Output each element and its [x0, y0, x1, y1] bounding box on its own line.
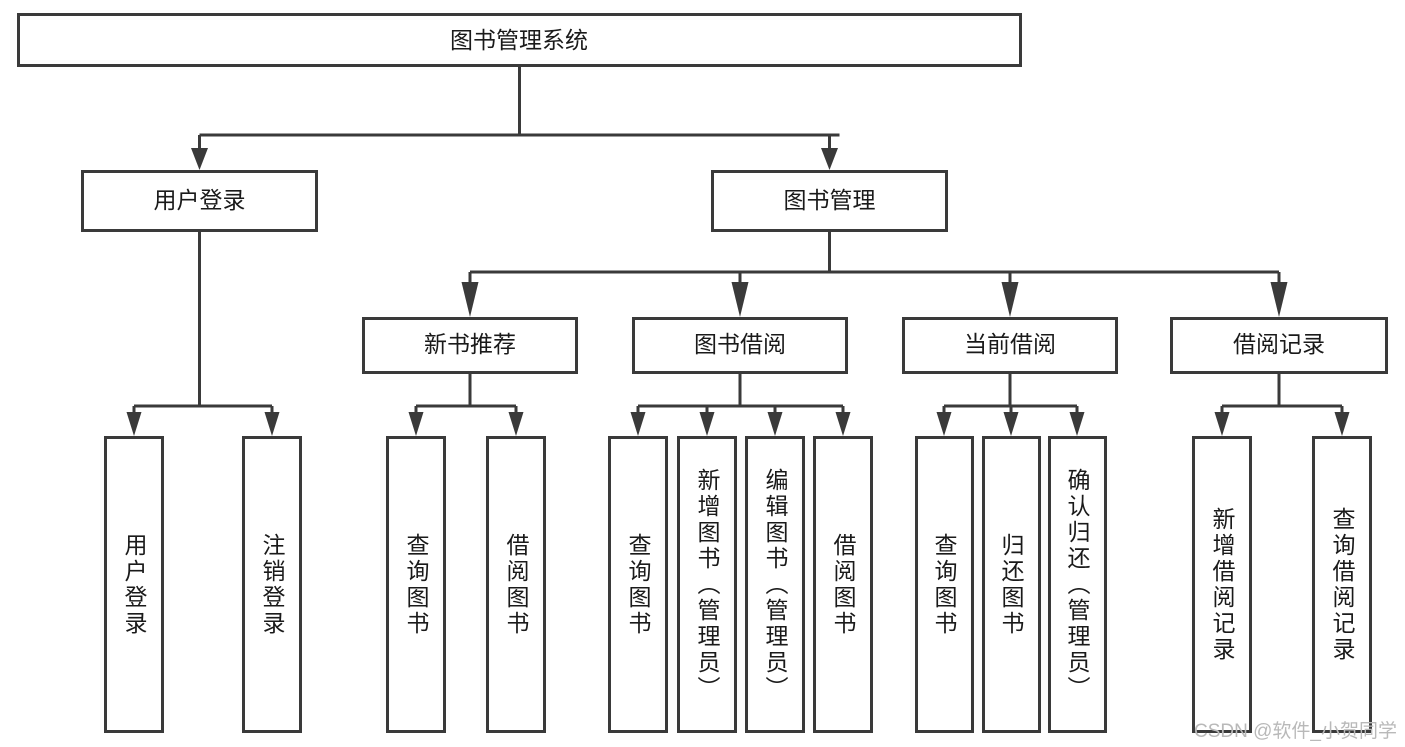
node-book-management[interactable]: 图书管理	[711, 170, 948, 232]
node-root-box	[17, 13, 1022, 67]
node-root-system[interactable]: 图书管理系统	[17, 13, 1022, 67]
node-leaf-logout-label: 注销登录	[259, 533, 286, 637]
node-leaf-borrow-book-new-box	[486, 436, 546, 733]
node-leaf-return-book[interactable]: 归还图书	[982, 436, 1041, 733]
node-borrow-record-box	[1170, 317, 1388, 374]
node-leaf-add-book-admin-label: 新增图书（管理员）	[694, 468, 721, 702]
node-leaf-query-book-borrow-box	[608, 436, 668, 733]
node-leaf-borrow-book-new[interactable]: 借阅图书	[486, 436, 546, 733]
node-book-borrow[interactable]: 图书借阅	[632, 317, 848, 374]
node-leaf-borrow-book-label: 借阅图书	[830, 533, 857, 637]
node-leaf-query-book-borrow[interactable]: 查询图书	[608, 436, 668, 733]
node-leaf-add-borrow-record-label: 新增借阅记录	[1209, 507, 1236, 663]
node-leaf-borrow-book[interactable]: 借阅图书	[813, 436, 873, 733]
node-leaf-query-book-new-label: 查询图书	[403, 533, 430, 637]
node-leaf-borrow-book-new-label: 借阅图书	[503, 533, 530, 637]
node-leaf-add-borrow-record-box	[1192, 436, 1252, 733]
node-book-borrow-box	[632, 317, 848, 374]
node-new-book-recommend[interactable]: 新书推荐	[362, 317, 578, 374]
node-leaf-edit-book-admin-label: 编辑图书（管理员）	[762, 468, 789, 702]
arrowhead-leaf-borrow-book-new	[508, 412, 524, 436]
node-leaf-return-book-label: 归还图书	[998, 533, 1025, 637]
arrowhead-leaf-query-book-new	[408, 412, 424, 436]
node-leaf-query-book-current-label: 查询图书	[931, 533, 958, 637]
node-leaf-user-login-box	[104, 436, 164, 733]
node-borrow-record[interactable]: 借阅记录	[1170, 317, 1388, 374]
node-current-borrow-label: 当前借阅	[964, 331, 1056, 357]
node-borrow-record-label: 借阅记录	[1233, 331, 1325, 357]
node-leaf-query-borrow-record-label: 查询借阅记录	[1329, 507, 1356, 663]
arrowhead-leaf-query-borrow-record	[1334, 412, 1350, 436]
arrowhead-leaf-confirm-return-admin	[1069, 412, 1085, 436]
arrowhead-new-book-recommend	[461, 282, 479, 317]
node-leaf-logout-box	[242, 436, 302, 733]
node-leaf-query-borrow-record-box	[1312, 436, 1372, 733]
node-current-borrow[interactable]: 当前借阅	[902, 317, 1118, 374]
node-leaf-confirm-return-admin-label: 确认归还（管理员）	[1064, 468, 1091, 702]
node-leaf-query-book-current[interactable]: 查询图书	[915, 436, 974, 733]
node-leaf-add-borrow-record[interactable]: 新增借阅记录	[1192, 436, 1252, 733]
node-book-management-box	[711, 170, 948, 232]
node-leaf-query-book-new[interactable]: 查询图书	[386, 436, 446, 733]
arrowhead-current-borrow	[1001, 282, 1019, 317]
arrowhead-leaf-return-book	[1003, 412, 1019, 436]
arrowhead-leaf-add-book-admin	[699, 412, 715, 436]
arrowhead-leaf-query-book-borrow	[630, 412, 646, 436]
connector-layer	[126, 67, 1350, 436]
node-leaf-query-book-current-box	[915, 436, 974, 733]
node-leaf-user-login-label: 用户登录	[121, 533, 148, 637]
node-book-management-label: 图书管理	[784, 187, 876, 213]
node-leaf-logout[interactable]: 注销登录	[242, 436, 302, 733]
arrowhead-leaf-query-book-current	[936, 412, 952, 436]
arrowhead-leaf-user-login	[126, 412, 142, 436]
node-root-label: 图书管理系统	[450, 27, 588, 53]
node-leaf-edit-book-admin[interactable]: 编辑图书（管理员）	[745, 436, 805, 733]
node-leaf-return-book-box	[982, 436, 1041, 733]
node-leaf-query-book-borrow-label: 查询图书	[625, 533, 652, 637]
arrowhead-borrow-record	[1270, 282, 1288, 317]
arrowhead-leaf-edit-book-admin	[767, 412, 783, 436]
arrowhead-leaf-logout	[264, 412, 280, 436]
node-leaf-add-book-admin[interactable]: 新增图书（管理员）	[677, 436, 737, 733]
node-leaf-add-book-admin-box	[677, 436, 737, 733]
node-leaf-user-login[interactable]: 用户登录	[104, 436, 164, 733]
csdn-watermark: CSDN @软件_小贺同学	[1194, 721, 1397, 742]
node-current-borrow-box	[902, 317, 1118, 374]
arrowhead-book-borrow	[731, 282, 749, 317]
node-book-borrow-label: 图书借阅	[694, 331, 786, 357]
node-new-book-recommend-box	[362, 317, 578, 374]
arrowhead-leaf-borrow-book	[835, 412, 851, 436]
node-leaf-confirm-return-admin-box	[1048, 436, 1107, 733]
arrowhead-user-login	[191, 148, 208, 170]
node-leaf-query-book-new-box	[386, 436, 446, 733]
node-user-login[interactable]: 用户登录	[81, 170, 318, 232]
node-leaf-confirm-return-admin[interactable]: 确认归还（管理员）	[1048, 436, 1107, 733]
node-user-login-box	[81, 170, 318, 232]
arrowhead-book-management	[821, 148, 838, 170]
node-user-login-label: 用户登录	[154, 187, 246, 213]
arrowhead-leaf-add-borrow-record	[1214, 412, 1230, 436]
node-leaf-query-borrow-record[interactable]: 查询借阅记录	[1312, 436, 1372, 733]
node-new-book-recommend-label: 新书推荐	[424, 331, 516, 357]
node-leaf-borrow-book-box	[813, 436, 873, 733]
node-leaf-edit-book-admin-box	[745, 436, 805, 733]
